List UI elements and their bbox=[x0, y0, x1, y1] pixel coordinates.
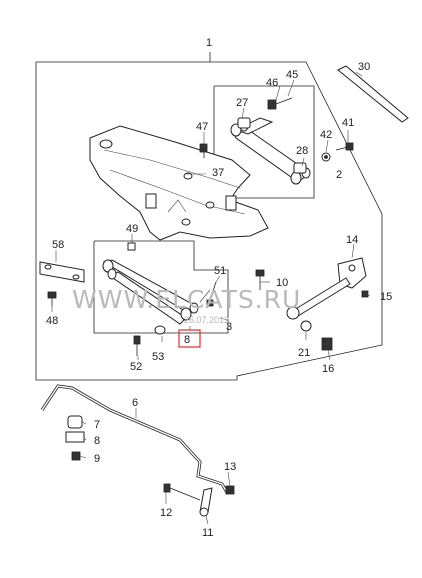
callout-53: 53 bbox=[152, 351, 164, 363]
highlight-box bbox=[178, 329, 201, 348]
callout-52: 52 bbox=[130, 361, 142, 373]
callout-labels: 1 2 3 6 7 8 9 10 11 12 13 14 15 16 21 27… bbox=[46, 37, 392, 539]
upper-link-drawing bbox=[199, 97, 354, 185]
watermark: WWW.ELCATS.RU 26.07.2012 bbox=[72, 285, 301, 325]
callout-42: 42 bbox=[320, 129, 332, 141]
callout-15: 15 bbox=[380, 291, 392, 303]
callout-21: 21 bbox=[298, 347, 310, 359]
callout-58: 58 bbox=[52, 239, 64, 251]
side-link-drawing bbox=[255, 257, 369, 351]
crossmember-drawing bbox=[89, 125, 269, 241]
strip-30-drawing bbox=[337, 65, 409, 123]
highlighted-callout-label: 8 bbox=[184, 334, 190, 346]
subgroup-box-3 bbox=[93, 240, 229, 334]
callout-10: 10 bbox=[276, 277, 288, 289]
callout-7: 7 bbox=[94, 419, 100, 431]
callout-46: 46 bbox=[266, 77, 278, 89]
callout-12: 12 bbox=[160, 507, 172, 519]
callout-49: 49 bbox=[126, 223, 138, 235]
bushing-28-drawing bbox=[293, 162, 307, 174]
callout-28: 28 bbox=[296, 145, 308, 157]
watermark-date: 26.07.2012 bbox=[184, 315, 229, 325]
callout-6: 6 bbox=[132, 397, 138, 409]
bushing-27-drawing bbox=[237, 117, 251, 129]
callout-47: 47 bbox=[196, 121, 208, 133]
highlighted-callout[interactable]: 8 bbox=[178, 329, 201, 348]
callout-13: 13 bbox=[224, 461, 236, 473]
callout-41: 41 bbox=[342, 117, 354, 129]
watermark-site: WWW.ELCATS.RU bbox=[72, 285, 301, 314]
callout-16: 16 bbox=[322, 363, 334, 375]
callout-8: 8 bbox=[94, 435, 100, 447]
callout-27: 27 bbox=[236, 97, 248, 109]
assembly-outline bbox=[35, 52, 383, 381]
callout-30: 30 bbox=[358, 61, 370, 73]
callout-48: 48 bbox=[46, 315, 58, 327]
callout-45: 45 bbox=[286, 69, 298, 81]
stabilizer-bar-drawing bbox=[40, 384, 235, 517]
callout-37: 37 bbox=[212, 167, 224, 179]
callout-3: 3 bbox=[226, 321, 232, 333]
callout-14: 14 bbox=[346, 234, 358, 246]
callout-11: 11 bbox=[202, 527, 213, 539]
lower-arm-drawing bbox=[39, 242, 217, 356]
callout-1: 1 bbox=[206, 37, 212, 49]
callout-51: 51 bbox=[214, 265, 226, 277]
callout-9: 9 bbox=[94, 453, 100, 465]
callout-2: 2 bbox=[336, 169, 342, 181]
leader-lines bbox=[51, 71, 371, 525]
